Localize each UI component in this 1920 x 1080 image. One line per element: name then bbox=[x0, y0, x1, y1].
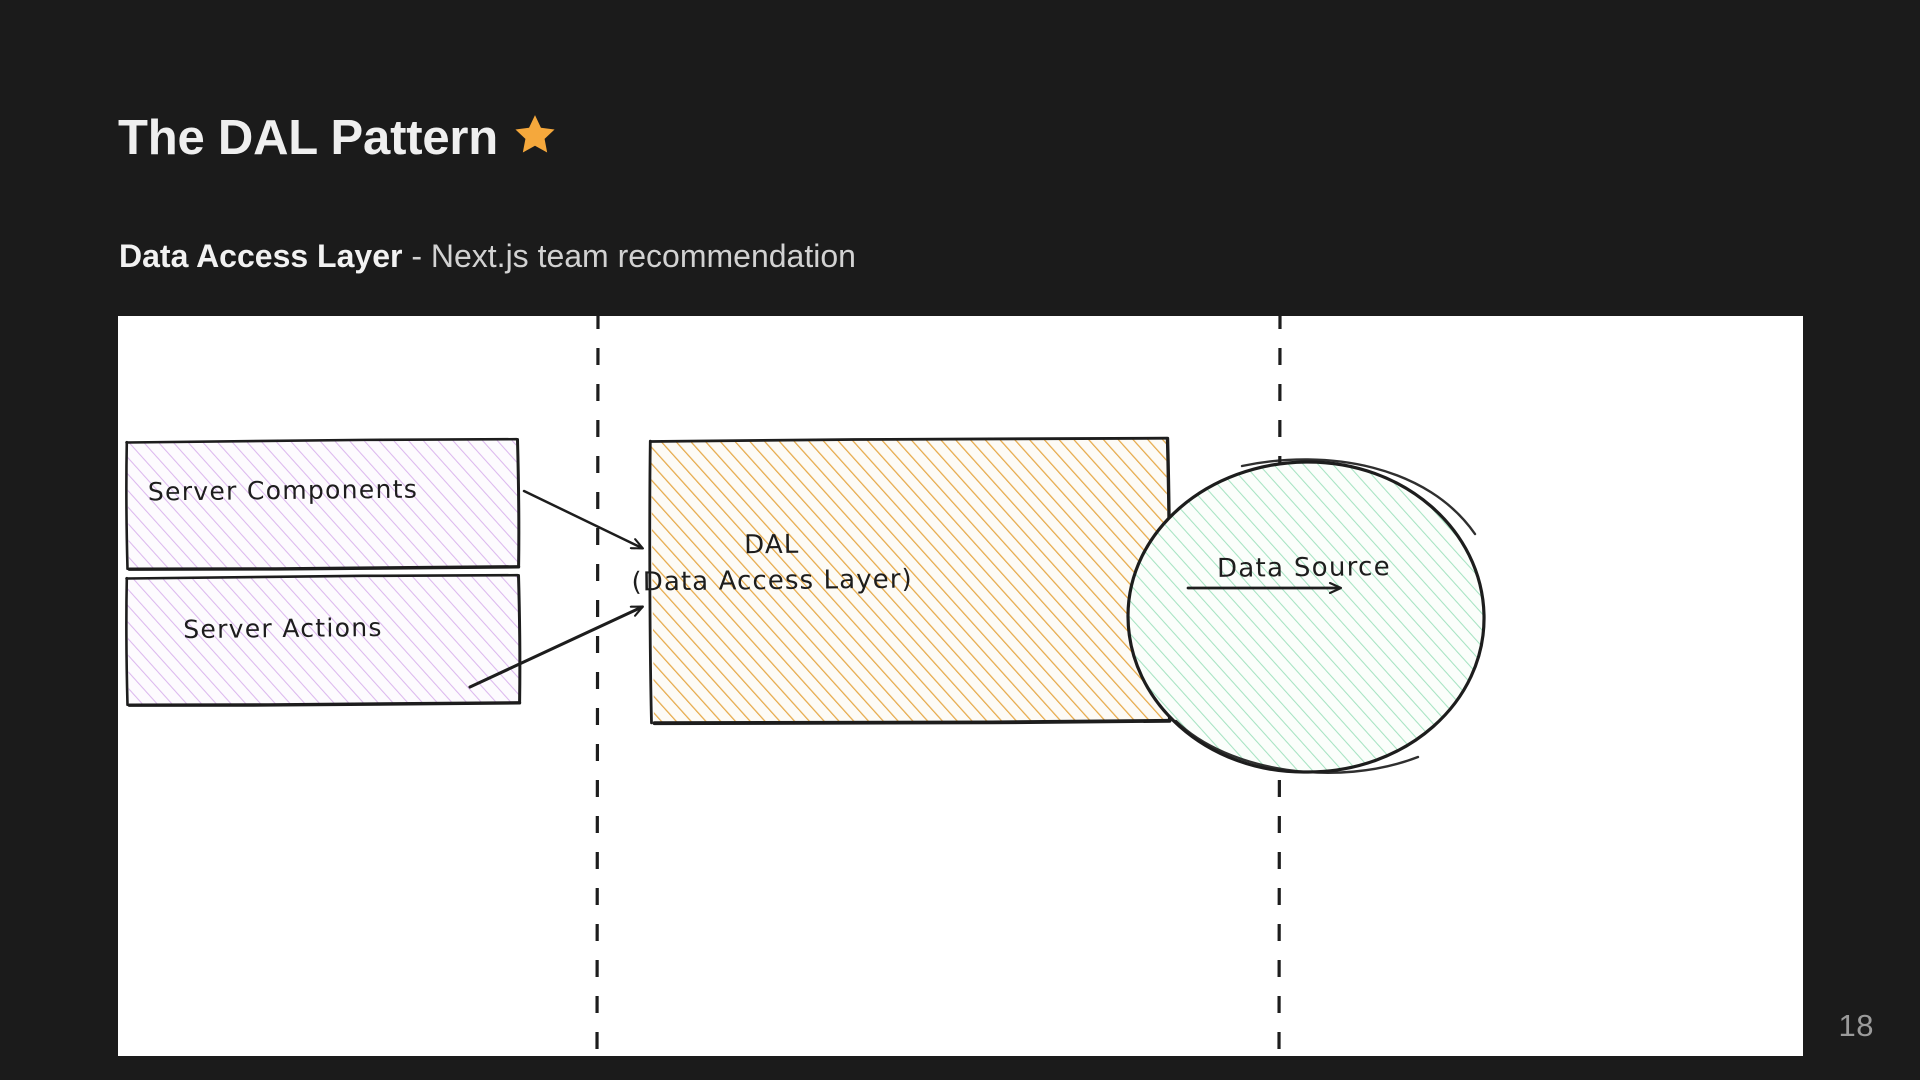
node-data-source[interactable] bbox=[1126, 458, 1486, 774]
diagram-svg bbox=[125, 316, 1486, 1056]
page-title-text: The DAL Pattern bbox=[118, 111, 498, 165]
page-title: The DAL Pattern bbox=[118, 112, 558, 164]
divider-left bbox=[595, 316, 600, 1056]
node-dal[interactable] bbox=[648, 436, 1172, 726]
edge-server-components-to-dal bbox=[522, 489, 642, 548]
page-subtitle-rest: - Next.js team recommendation bbox=[402, 238, 856, 274]
node-server-components[interactable] bbox=[125, 437, 521, 571]
page-subtitle-strong: Data Access Layer bbox=[119, 238, 403, 274]
diagram-canvas: Server Components Server Actions DAL (Da… bbox=[118, 316, 1803, 1056]
edge-server-actions-to-dal bbox=[468, 605, 642, 689]
node-server-actions[interactable] bbox=[125, 573, 522, 707]
page-number: 18 bbox=[1838, 1008, 1874, 1043]
star-icon bbox=[515, 115, 555, 153]
page-subtitle: Data Access Layer - Next.js team recomme… bbox=[119, 237, 856, 275]
